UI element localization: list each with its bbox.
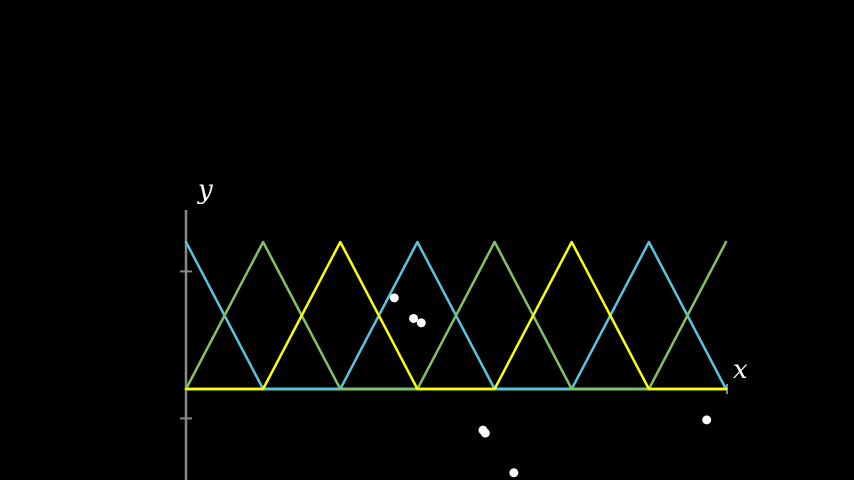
- scatter-point-1: [409, 313, 419, 323]
- y-axis-label: y: [197, 175, 213, 205]
- scatter-point-4: [480, 428, 490, 438]
- scatter-point-6: [702, 415, 712, 425]
- series-line-2: [184, 240, 728, 391]
- x-axis-label: x: [733, 355, 748, 385]
- scatter-point-5: [509, 468, 519, 478]
- series-layer: [184, 240, 728, 391]
- scatter-point-0: [389, 293, 399, 303]
- scatter-points: [389, 293, 712, 478]
- series-line-1: [184, 240, 728, 391]
- scatter-point-2: [416, 318, 426, 328]
